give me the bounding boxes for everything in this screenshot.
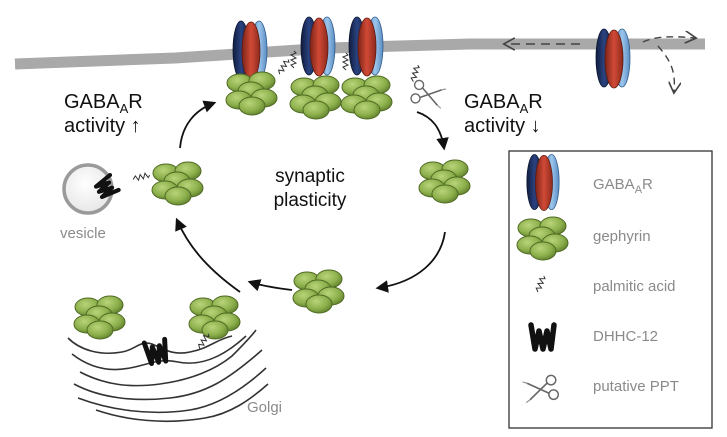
golgi-gephyrin-right bbox=[188, 295, 241, 340]
cycle-gephyrin-left bbox=[151, 161, 204, 206]
arrow-from-membrane bbox=[416, 111, 449, 151]
legend-palmitic-label: palmitic acid bbox=[593, 278, 676, 295]
cycle-gephyrin-right bbox=[418, 159, 471, 204]
palmitic-acid-anchor bbox=[276, 57, 291, 76]
palmitic-acid-anchor bbox=[409, 63, 421, 83]
diffusion-arrow-down bbox=[657, 45, 674, 92]
palmitic-acid-anchor bbox=[342, 52, 349, 71]
cycle-gephyrin-bottom bbox=[292, 269, 345, 314]
synaptic-receptor-2 bbox=[300, 16, 336, 77]
right-activity-label: GABAAR bbox=[464, 91, 543, 116]
palmitic-acid-anchor bbox=[131, 171, 151, 182]
vesicle bbox=[62, 163, 119, 215]
golgi-label: Golgi bbox=[247, 399, 282, 416]
legend: GABAAR gephyrin palmitic acid DHHC-12 pu… bbox=[508, 150, 713, 429]
golgi-apparatus bbox=[67, 329, 269, 423]
synaptic-receptor-1 bbox=[232, 20, 268, 81]
legend-receptor-icon bbox=[526, 154, 560, 211]
center-label-line2: plasticity bbox=[274, 190, 347, 211]
legend-ppt-label: putative PPT bbox=[593, 378, 679, 395]
arrow-to-membrane bbox=[179, 100, 217, 149]
synaptic-gephyrin-1 bbox=[225, 71, 278, 116]
legend-receptor-label: GABAAR bbox=[593, 176, 653, 196]
right-activity-direction: activity ↓ bbox=[464, 115, 541, 137]
legend-dhhc12-label: DHHC-12 bbox=[593, 328, 658, 345]
legend-gephyrin-label: gephyrin bbox=[593, 228, 651, 245]
vesicle-label: vesicle bbox=[60, 225, 106, 242]
left-activity-label: GABAAR bbox=[64, 91, 143, 116]
arrow-up-left bbox=[175, 217, 241, 293]
diffusion-arrow-right bbox=[642, 37, 695, 42]
extrasynaptic-receptor bbox=[595, 28, 631, 89]
golgi-gephyrin-left bbox=[73, 295, 126, 340]
synaptic-gephyrin-3 bbox=[340, 75, 393, 120]
left-activity-direction: activity ↑ bbox=[64, 115, 141, 137]
center-label-line1: synaptic bbox=[275, 166, 345, 187]
synaptic-gephyrin-2 bbox=[289, 75, 342, 120]
scissors-icon bbox=[409, 78, 448, 111]
arrow-to-golgi-left bbox=[247, 279, 293, 292]
arrow-down-right bbox=[375, 231, 446, 293]
synaptic-receptor-3 bbox=[348, 16, 384, 77]
